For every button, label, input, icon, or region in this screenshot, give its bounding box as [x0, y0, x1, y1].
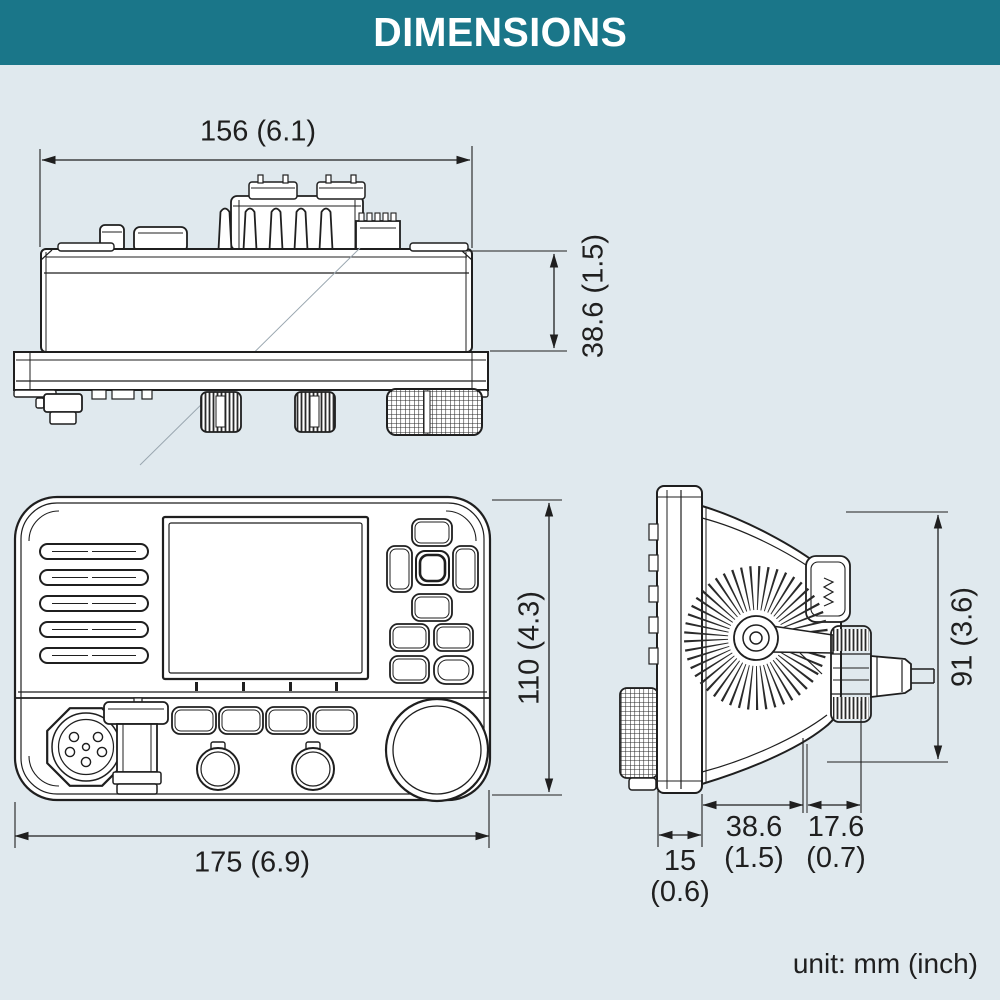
- dim-label-side-body-depth-inch: (1.5): [724, 842, 784, 874]
- dim-label-top-width: 156 (6.1): [199, 115, 317, 148]
- dim-label-side-panel-depth-inch: (0.6): [650, 876, 710, 908]
- side-view-drawing: [619, 485, 948, 847]
- unit-note: unit: mm (inch): [792, 948, 978, 979]
- small-knob-right: [291, 741, 335, 791]
- dim-label-front-width: 175 (6.9): [193, 846, 311, 879]
- front-view-drawing: [13, 495, 562, 848]
- display-screen: [161, 515, 370, 681]
- panel-divider: [16, 691, 489, 699]
- page-title: DIMENSIONS: [372, 9, 628, 55]
- speaker-grille: [39, 543, 149, 664]
- dpad-down-button: [411, 593, 453, 622]
- mic-hanger: [103, 697, 169, 795]
- dim-label-side-knob-depth-inch: (0.7): [806, 842, 866, 874]
- dim-label-side-knob-depth: 17.6 (0.7): [806, 812, 866, 874]
- dpad-cluster: [386, 518, 479, 622]
- dim-label-side-knob-depth-mm: 17.6: [807, 811, 865, 843]
- dim-label-top-height: 38.6 (1.5): [577, 233, 610, 359]
- mounting-flange-top: [13, 351, 489, 400]
- title-banner: DIMENSIONS: [0, 0, 1000, 65]
- front-knob-side: [619, 687, 659, 791]
- chassis-body-top: [40, 242, 473, 466]
- channel-knob-top: [386, 388, 483, 436]
- dpad-center-button: [415, 550, 450, 586]
- top-view-drawing: [13, 146, 567, 466]
- rear-connectors: [99, 174, 401, 253]
- channel-knob: [384, 697, 490, 803]
- bottom-buttons: [171, 706, 358, 735]
- dim-label-side-panel-depth-mm: 15: [663, 845, 697, 877]
- cable-gland: [870, 655, 935, 699]
- dim-label-side-body-depth-mm: 38.6: [725, 811, 783, 843]
- dim-label-side-height: 91 (3.6): [946, 587, 979, 687]
- dim-label-side-panel-depth: 15 (0.6): [650, 846, 710, 908]
- dim-label-side-body-depth: 38.6 (1.5): [724, 812, 784, 874]
- dpad-up-button: [411, 518, 453, 547]
- front-panel-side: [648, 485, 703, 794]
- dpad-left-button: [386, 545, 413, 593]
- mounting-knob: [830, 625, 872, 723]
- side-view-dimension-lines: [657, 511, 948, 847]
- softkey-marks: [195, 682, 338, 691]
- dpad-right-button: [452, 545, 479, 593]
- front-controls-top: [35, 388, 483, 436]
- mounting-latch: [805, 555, 851, 623]
- antenna-wire: [911, 668, 935, 684]
- heatsink-fan: [684, 566, 834, 710]
- top-view-dimension-lines: [39, 146, 567, 352]
- function-buttons: [389, 623, 474, 685]
- front-view-dimension-lines: [14, 499, 562, 848]
- small-knob-left: [196, 741, 240, 791]
- dim-label-front-height: 110 (4.3): [513, 591, 546, 705]
